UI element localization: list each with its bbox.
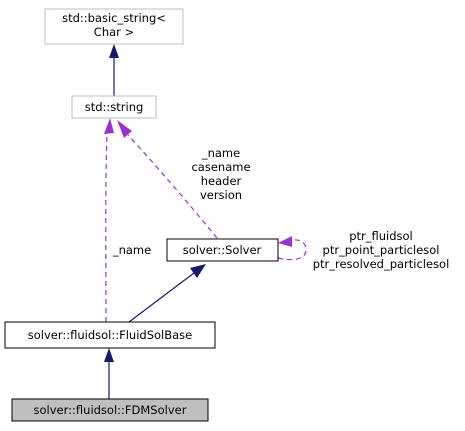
node-solver-solver[interactable]: solver::Solver [166, 238, 279, 262]
node-fluidsolbase[interactable]: solver::fluidsol::FluidSolBase [4, 321, 216, 349]
edge-solver-to-string [117, 120, 218, 239]
node-box [166, 238, 279, 262]
arrowhead-icon [109, 44, 119, 58]
arrowhead-icon [104, 348, 114, 362]
node-box [11, 398, 209, 422]
edge-label-line: _name [201, 146, 240, 160]
edge-label-line: ptr_point_particlesol [323, 243, 440, 257]
edge-label-fluidsolbase-to-string: _name [112, 243, 151, 257]
arrowhead-icon [117, 120, 132, 138]
edge-label-line: casename [191, 160, 250, 174]
node-box [44, 8, 184, 45]
node-label: solver::Solver [183, 243, 262, 257]
edge-label-line: header [201, 174, 242, 188]
node-label: std::string [85, 100, 144, 114]
node-box [71, 95, 157, 119]
edge-fluidsolbase-to-solver [128, 264, 206, 323]
edge-line [128, 272, 195, 323]
edge-line [127, 134, 218, 239]
edge-label-line: ptr_fluidsol [349, 229, 413, 243]
edge-label-solver-self: ptr_fluidsol ptr_point_particlesol ptr_r… [313, 229, 450, 271]
node-std-string[interactable]: std::string [71, 95, 157, 119]
edge-line [105, 133, 108, 323]
arrowhead-icon [278, 236, 292, 247]
edge-label-line: ptr_resolved_particlesol [313, 257, 450, 271]
edge-line [277, 239, 307, 261]
node-std-basic-string[interactable]: std::basic_string< Char > [44, 8, 184, 45]
arrowhead-icon [190, 264, 206, 278]
node-label-line: std::basic_string< [62, 11, 166, 25]
edge-solver-self [277, 236, 307, 261]
node-label: solver::fluidsol::FDMSolver [34, 403, 187, 417]
edge-fluidsolbase-to-string [104, 118, 114, 323]
node-label: solver::fluidsol::FluidSolBase [28, 328, 193, 342]
edge-label-line: version [200, 188, 242, 202]
arrowhead-icon [104, 118, 114, 134]
node-label-line: Char > [94, 25, 134, 39]
edge-basic-string-to-string [109, 44, 119, 96]
edge-label-solver-to-string: _name casename header version [191, 146, 250, 202]
node-fdmsolver[interactable]: solver::fluidsol::FDMSolver [11, 398, 209, 422]
edge-fdmsolver-to-fluidsolbase [104, 348, 114, 399]
node-box [4, 321, 216, 349]
